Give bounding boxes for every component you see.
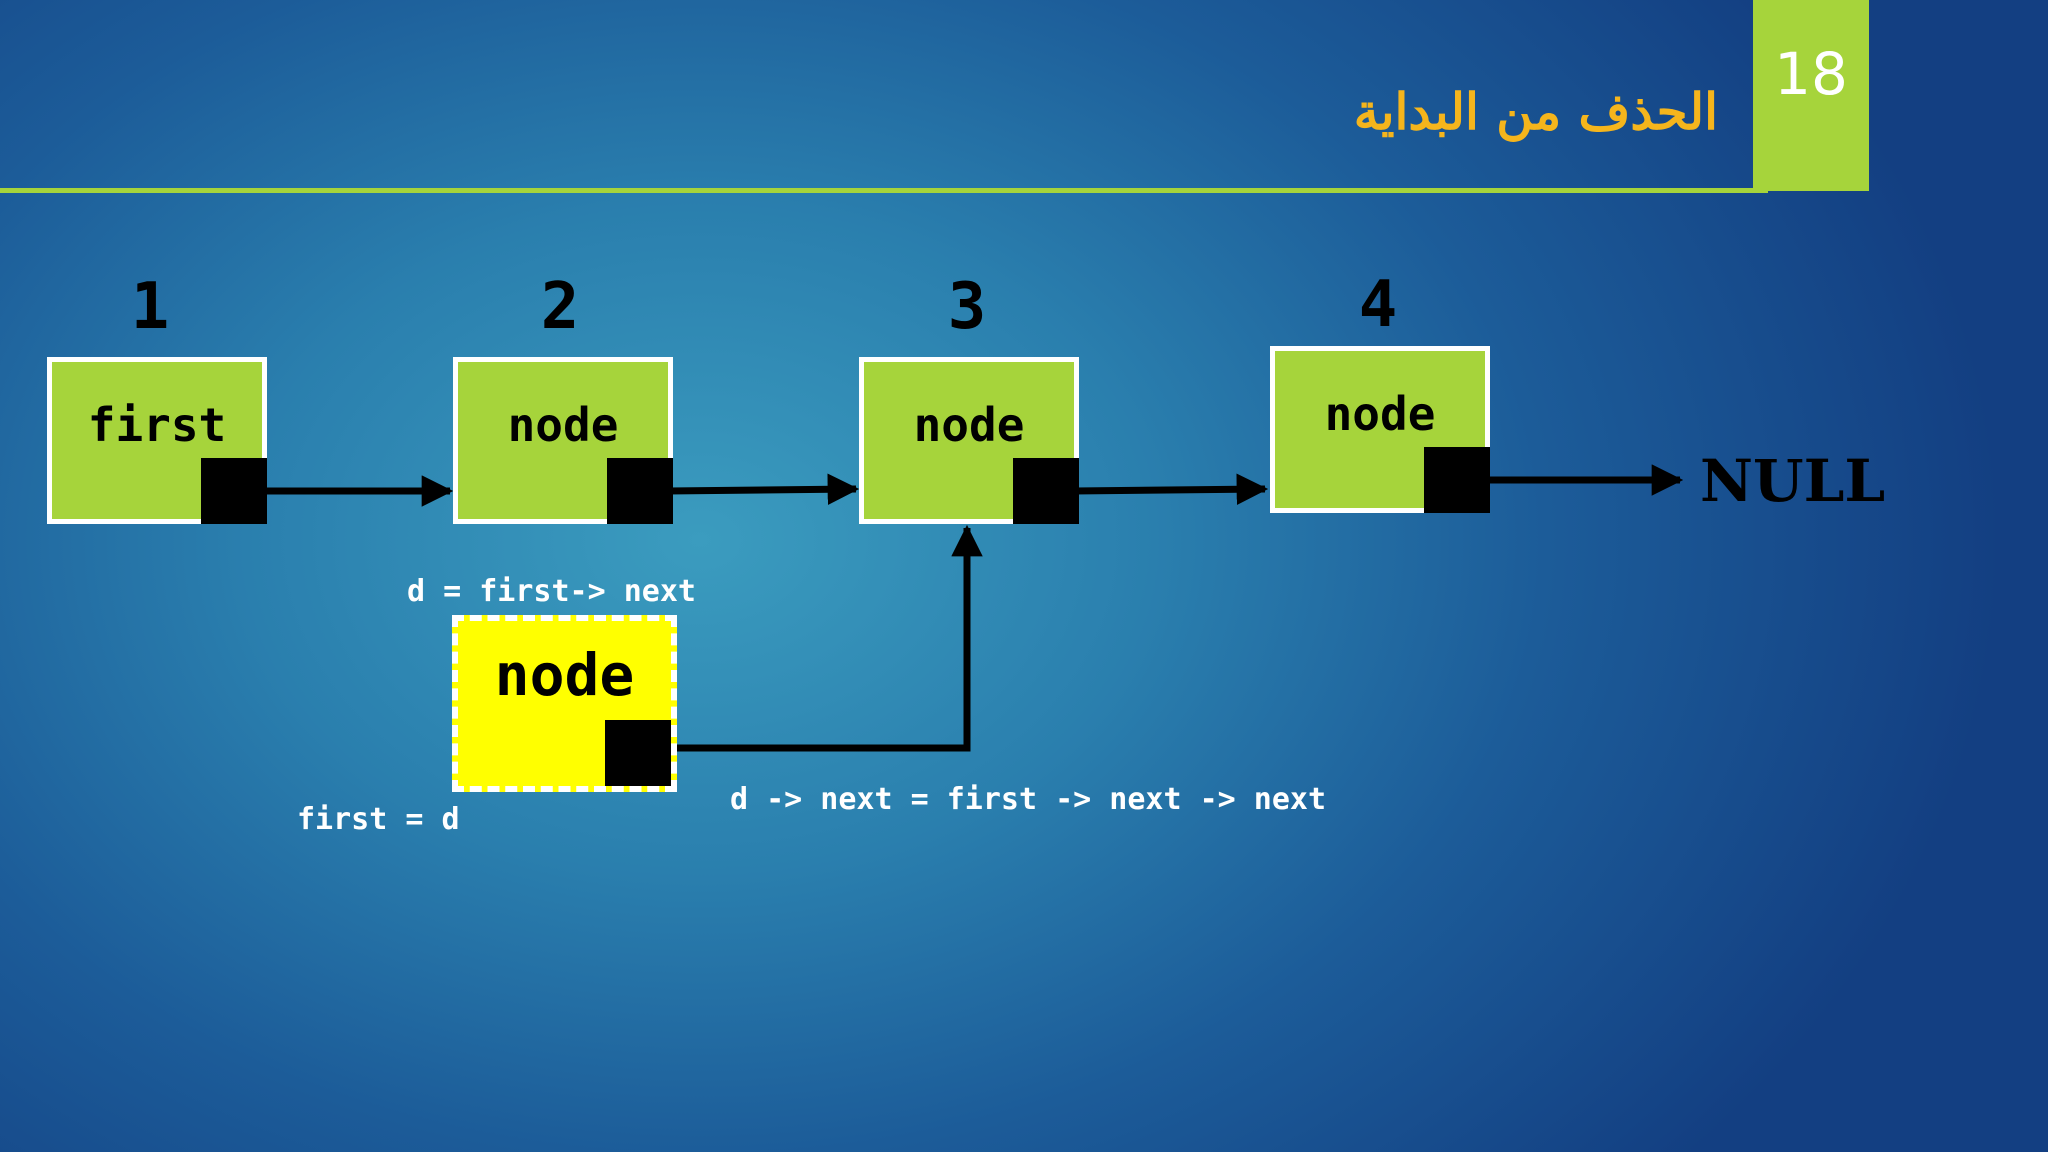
index-1: 1 bbox=[130, 270, 170, 344]
index-4: 4 bbox=[1358, 268, 1398, 342]
code-d-assign: d = first-> next bbox=[407, 574, 696, 609]
header-divider bbox=[0, 188, 1768, 193]
slide-number: 18 bbox=[1774, 40, 1848, 108]
node-3-label: node bbox=[913, 398, 1025, 452]
index-3: 3 bbox=[947, 270, 987, 344]
node-2-pointer bbox=[607, 458, 673, 524]
slide-title: الحذف من البداية bbox=[1353, 82, 1718, 141]
node-4: node bbox=[1270, 346, 1490, 513]
node-removed-pointer bbox=[605, 720, 671, 786]
index-2: 2 bbox=[540, 270, 580, 344]
node-4-label: node bbox=[1324, 387, 1436, 441]
node-4-pointer bbox=[1424, 447, 1490, 513]
node-first-pointer bbox=[201, 458, 267, 524]
node-3: node bbox=[859, 357, 1079, 524]
node-3-pointer bbox=[1013, 458, 1079, 524]
arrow-removed-to-node3 bbox=[668, 524, 983, 752]
node-first-label: first bbox=[87, 398, 227, 452]
arrow-node2-to-node3 bbox=[667, 473, 860, 506]
node-removed: node bbox=[452, 615, 677, 792]
arrow-node3-to-node4 bbox=[1073, 473, 1269, 506]
code-first-assign: first = d bbox=[297, 802, 460, 837]
node-2-label: node bbox=[507, 398, 619, 452]
null-label: NULL bbox=[1700, 447, 1886, 515]
code-relink: d -> next = first -> next -> next bbox=[730, 782, 1327, 817]
node-first: first bbox=[47, 357, 267, 524]
node-removed-label: node bbox=[494, 641, 635, 709]
node-2: node bbox=[453, 357, 673, 524]
slide-number-badge bbox=[1753, 0, 1869, 191]
